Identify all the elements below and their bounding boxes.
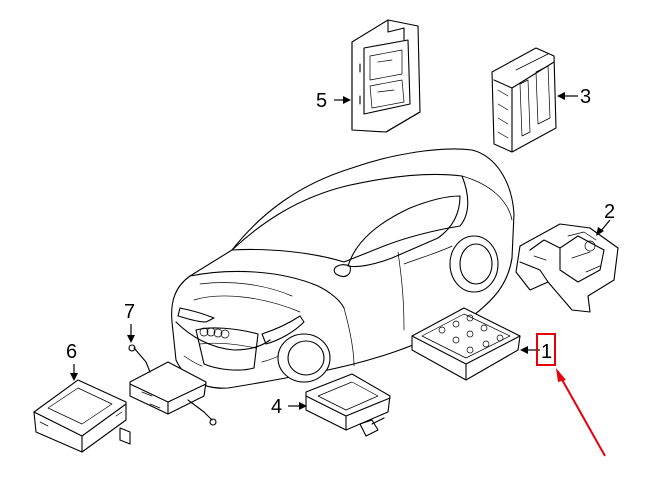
callout-4-label: 4 xyxy=(271,396,282,418)
callout-6: 6 xyxy=(66,341,78,381)
callout-1: 1 xyxy=(520,333,556,366)
callout-1-label: 1 xyxy=(541,341,552,363)
part-6-module xyxy=(33,379,131,453)
callout-5: 5 xyxy=(316,90,351,112)
part-3-module xyxy=(491,47,557,153)
part-5-bracket xyxy=(351,19,421,133)
part-1-module xyxy=(411,307,521,381)
callout-7-label: 7 xyxy=(124,301,135,323)
callout-4: 4 xyxy=(271,396,307,418)
callout-3: 3 xyxy=(557,86,591,108)
callout-7: 7 xyxy=(124,301,135,343)
part-7-sensor xyxy=(128,344,217,426)
highlight-arrow xyxy=(556,368,606,457)
part-4-module xyxy=(305,373,391,437)
callout-5-label: 5 xyxy=(316,90,327,112)
part-2-bracket xyxy=(515,223,619,313)
callout-6-label: 6 xyxy=(66,341,77,363)
callout-2-label: 2 xyxy=(604,201,615,223)
callout-3-label: 3 xyxy=(580,86,591,108)
callout-1-highlight-box xyxy=(536,333,556,366)
callout-2: 2 xyxy=(596,201,615,236)
